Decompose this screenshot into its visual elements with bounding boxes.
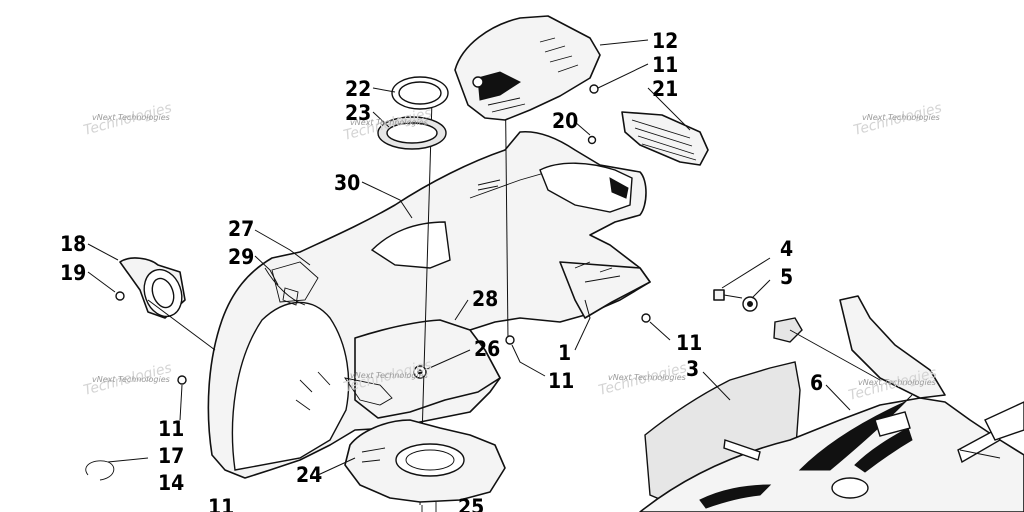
callout-3: 3 xyxy=(686,357,699,381)
top-vent-panel xyxy=(454,15,601,121)
callout-11: 11 xyxy=(652,53,678,77)
callout-29: 29 xyxy=(228,245,254,269)
leader-lines xyxy=(87,39,1001,476)
callout-labels: 12 11 21 20 22 23 30 27 29 28 18 19 26 1… xyxy=(60,29,823,512)
callout-30: 30 xyxy=(334,171,360,195)
callout-11: 11 xyxy=(676,331,702,355)
right-vent-grille xyxy=(621,111,709,166)
callout-4: 4 xyxy=(780,237,793,261)
callout-24: 24 xyxy=(296,463,322,487)
watermark-text: vNext Technologies xyxy=(92,375,170,384)
callout-25: 25 xyxy=(458,495,484,512)
callout-11: 11 xyxy=(208,495,234,512)
callout-28: 28 xyxy=(472,287,498,311)
watermark-text: vNext Technologies xyxy=(862,113,940,122)
callout-14: 14 xyxy=(158,471,184,495)
callout-26: 26 xyxy=(474,337,500,361)
hardware-fasteners xyxy=(85,84,803,512)
watermark-text: vNext Technologies xyxy=(92,113,170,122)
callout-6: 6 xyxy=(810,371,823,395)
watermark-text: vNext Technologies xyxy=(350,371,428,380)
watermark-text: vNext Technologies xyxy=(608,373,686,382)
callout-11: 11 xyxy=(158,417,184,441)
callout-19: 19 xyxy=(60,261,86,285)
callout-23: 23 xyxy=(345,101,371,125)
callout-17: 17 xyxy=(158,444,184,468)
callout-5: 5 xyxy=(780,265,793,289)
callout-12: 12 xyxy=(652,29,678,53)
callout-21: 21 xyxy=(652,77,678,101)
watermark-text: vNext Technologies xyxy=(858,378,936,387)
front-hood-fascia xyxy=(639,295,1024,512)
watermark-text: vNext Technologies xyxy=(350,118,428,127)
callout-20: 20 xyxy=(552,109,578,133)
main-console-panel xyxy=(207,54,651,506)
callout-1: 1 xyxy=(558,341,571,365)
callout-27: 27 xyxy=(228,217,254,241)
intake-boot xyxy=(119,257,186,319)
lower-filler-panel xyxy=(344,419,506,503)
callout-22: 22 xyxy=(345,77,371,101)
gasket-rings xyxy=(377,76,449,150)
callout-11: 11 xyxy=(548,369,574,393)
callout-18: 18 xyxy=(60,232,86,256)
